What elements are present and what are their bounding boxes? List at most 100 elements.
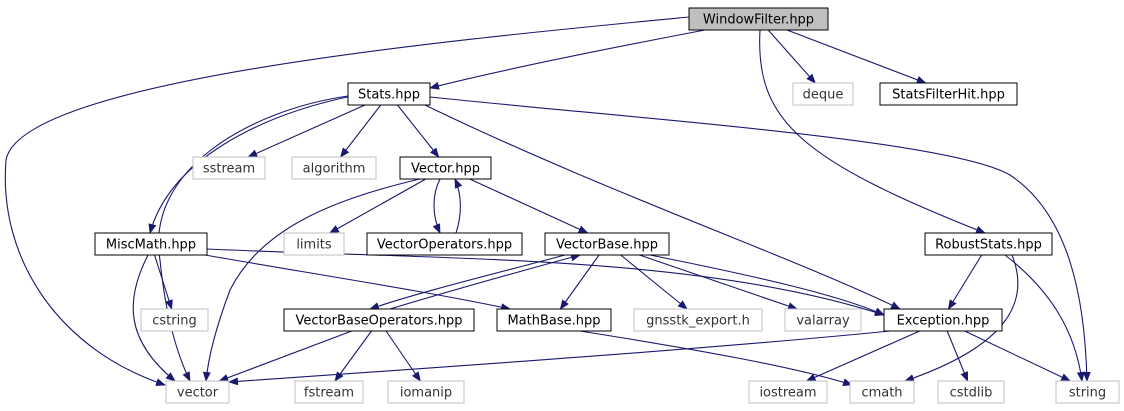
edge-windowfilter-to-robuststats bbox=[759, 29, 986, 234]
node-vectorhpp[interactable]: Vector.hpp bbox=[399, 156, 492, 180]
node-box bbox=[294, 380, 364, 404]
node-statsfilterhit[interactable]: StatsFilterHit.hpp bbox=[879, 82, 1018, 106]
node-box bbox=[387, 380, 465, 404]
node-cstring: cstring bbox=[140, 308, 209, 332]
node-limits: limits bbox=[283, 232, 345, 256]
edge-miscmath-to-exception bbox=[206, 248, 885, 317]
node-box bbox=[165, 380, 230, 404]
node-valarray: valarray bbox=[784, 308, 862, 332]
edge-vectorbaseops-to-vector bbox=[218, 330, 352, 382]
edge-windowfilter-to-deque bbox=[767, 29, 816, 84]
edge-mathbase-to-cmath bbox=[579, 330, 853, 387]
node-box bbox=[544, 232, 670, 256]
edge-robuststats-to-exception bbox=[947, 254, 983, 310]
edge-stats-to-miscmath bbox=[148, 95, 353, 234]
node-box bbox=[366, 232, 523, 256]
node-label: valarray bbox=[796, 314, 850, 329]
node-box bbox=[283, 308, 475, 332]
node-string: string bbox=[1055, 380, 1120, 404]
node-label: RobustStats.hpp bbox=[935, 238, 1042, 253]
edge-stats-to-vector bbox=[158, 95, 349, 382]
node-stats[interactable]: Stats.hpp bbox=[347, 82, 431, 106]
edge-vectorbaseops-to-vectorbase bbox=[389, 253, 581, 310]
node-label: StatsFilterHit.hpp bbox=[892, 88, 1005, 103]
node-label: fstream bbox=[304, 386, 354, 401]
node-robuststats[interactable]: RobustStats.hpp bbox=[924, 232, 1053, 256]
node-vectorbase[interactable]: VectorBase.hpp bbox=[544, 232, 670, 256]
node-label: deque bbox=[803, 88, 844, 103]
node-label: iostream bbox=[759, 386, 816, 401]
node-miscmath[interactable]: MiscMath.hpp bbox=[94, 232, 208, 256]
node-fstream: fstream bbox=[294, 380, 364, 404]
node-label: WindowFilter.hpp bbox=[703, 13, 814, 28]
node-box bbox=[748, 380, 828, 404]
edge-robuststats-to-cmath bbox=[904, 254, 1019, 382]
node-vectorops[interactable]: VectorOperators.hpp bbox=[366, 232, 523, 256]
node-label: cstring bbox=[152, 314, 196, 329]
node-box bbox=[496, 308, 612, 332]
node-iostream: iostream bbox=[748, 380, 828, 404]
node-box bbox=[399, 156, 492, 180]
node-box bbox=[192, 156, 266, 180]
node-box bbox=[291, 156, 377, 180]
edge-miscmath-to-mathbase bbox=[204, 254, 511, 312]
node-label: string bbox=[1069, 386, 1106, 401]
node-label: Stats.hpp bbox=[358, 88, 420, 103]
node-box bbox=[140, 308, 209, 332]
edge-exception-to-cstdlib bbox=[946, 330, 969, 382]
node-cstdlib: cstdlib bbox=[937, 380, 1005, 404]
edge-windowfilter-to-vector bbox=[4, 16, 690, 386]
node-label: cstdlib bbox=[950, 386, 993, 401]
node-label: sstream bbox=[203, 162, 255, 177]
edge-vectorbase-to-vectorbaseops bbox=[369, 254, 566, 310]
edge-vectorhpp-to-vectorbase bbox=[469, 178, 589, 234]
node-box bbox=[633, 308, 763, 332]
edge-vectorops-to-vectorhpp bbox=[454, 178, 463, 234]
node-label: MiscMath.hpp bbox=[106, 238, 196, 253]
edge-vectorbase-to-mathbase bbox=[559, 254, 600, 310]
edge-exception-to-iostream bbox=[805, 330, 920, 382]
node-vectorbaseops[interactable]: VectorBaseOperators.hpp bbox=[283, 308, 475, 332]
node-label: algorithm bbox=[303, 162, 366, 177]
edge-vectorhpp-to-vector bbox=[202, 178, 421, 382]
node-box bbox=[347, 82, 431, 106]
node-iomanip: iomanip bbox=[387, 380, 465, 404]
edge-exception-to-string bbox=[964, 330, 1072, 382]
node-box bbox=[883, 308, 1003, 332]
edge-stats-to-exception bbox=[424, 104, 901, 310]
node-box bbox=[792, 82, 854, 106]
node-label: gnsstk_export.h bbox=[646, 314, 750, 329]
node-box bbox=[937, 380, 1005, 404]
node-deque: deque bbox=[792, 82, 854, 106]
node-label: limits bbox=[296, 238, 332, 253]
edge-vectorhpp-to-vectorops bbox=[432, 178, 441, 234]
node-box bbox=[688, 7, 829, 31]
edge-vectorbase-to-exception bbox=[649, 254, 885, 316]
node-label: Exception.hpp bbox=[897, 314, 990, 329]
edge-vectorbaseops-to-iomanip bbox=[385, 330, 421, 382]
node-exception[interactable]: Exception.hpp bbox=[883, 308, 1003, 332]
edge-stats-to-vectorhpp bbox=[397, 104, 440, 158]
node-mathbase[interactable]: MathBase.hpp bbox=[496, 308, 612, 332]
edge-vectorbase-to-valarray bbox=[639, 254, 799, 310]
edge-vectorbaseops-to-fstream bbox=[334, 330, 372, 382]
node-vector: vector bbox=[165, 380, 230, 404]
node-label: MathBase.hpp bbox=[507, 314, 600, 329]
edge-stats-to-string bbox=[429, 96, 1091, 382]
node-box bbox=[94, 232, 208, 256]
node-box bbox=[879, 82, 1018, 106]
edge-stats-to-sstream bbox=[247, 104, 366, 158]
edge-vectorhpp-to-limits bbox=[328, 178, 427, 234]
edge-windowfilter-to-stats bbox=[429, 29, 706, 90]
edge-miscmath-to-cstring bbox=[154, 254, 173, 310]
node-algorithm: algorithm bbox=[291, 156, 377, 180]
node-label: VectorBase.hpp bbox=[556, 238, 658, 253]
node-cmath: cmath bbox=[849, 380, 915, 404]
node-windowfilter[interactable]: WindowFilter.hpp bbox=[688, 7, 829, 31]
node-sstream: sstream bbox=[192, 156, 266, 180]
node-label: iomanip bbox=[400, 386, 452, 401]
node-label: VectorOperators.hpp bbox=[377, 238, 512, 253]
edge-robuststats-to-string bbox=[1004, 254, 1085, 382]
